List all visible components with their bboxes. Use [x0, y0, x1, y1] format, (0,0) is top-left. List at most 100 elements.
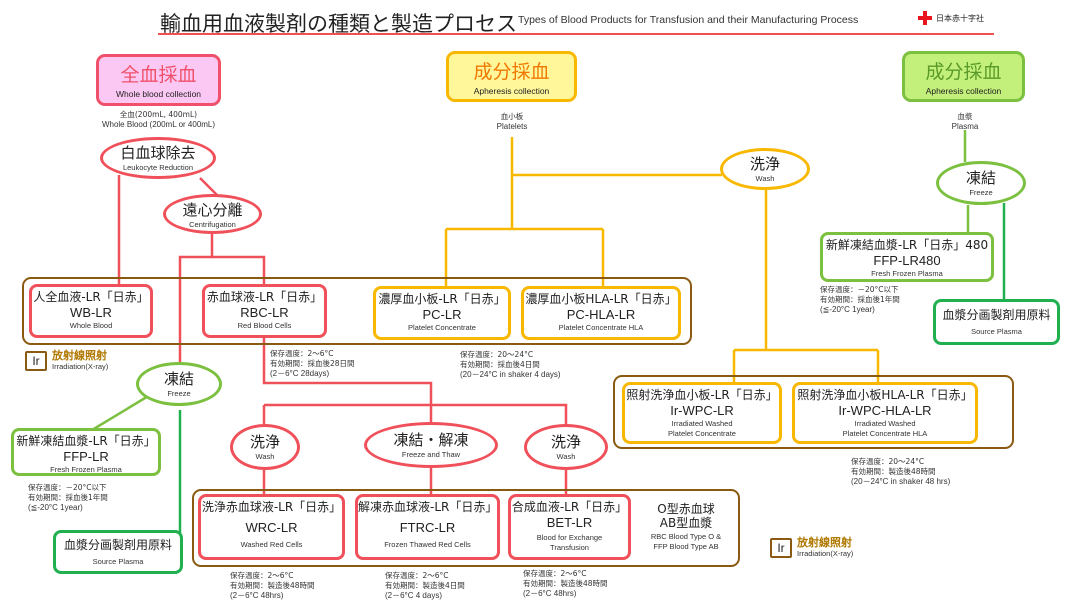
plasma-connectors [91, 130, 970, 432]
storage-expiry: 有効期間：製造後48時間 [523, 579, 608, 588]
whole-blood-note: 全血(200mL, 400mL) Whole Blood (200mL or 4… [86, 110, 231, 130]
storage-note-ir-wpc: 保存温度：20〜24°C 有効期間：製造後48時間 (20－24°C in sh… [851, 457, 950, 487]
note-en: Plasma [951, 122, 979, 131]
storage-note-ffp480: 保存温度：－20°C以下 有効期間：採血後1年間 (≦-20°C 1year) [820, 285, 900, 315]
whole-blood-connectors [117, 175, 568, 497]
product-name-en: Platelet Concentrate HLA [842, 429, 928, 438]
product-blood-type-info: O型赤血球 AB型血漿 RBC Blood Type O & FFP Blood… [636, 502, 736, 552]
storage-expiry: 有効期間：採血後4日間 [460, 360, 540, 369]
irradiation-group-rbc [192, 489, 740, 567]
process-en: Freeze [167, 389, 191, 398]
product-name-en: Blood for Exchange [536, 533, 603, 542]
storage-expiry: 有効期間：採血後28日間 [270, 359, 355, 368]
storage-en: (2－6°C 4 days) [385, 591, 442, 600]
product-code: RBC-LR [240, 305, 289, 320]
platelet-connectors [444, 137, 880, 385]
product-name-en: Red Blood Cells [237, 321, 292, 330]
storage-expiry: 有効期間：製造後48時間 [851, 467, 936, 476]
process-wash-bet: 洗浄 Wash [524, 424, 608, 470]
note-jp: 血小板 [500, 112, 524, 121]
storage-expiry: 有効期間：採血後1年間 [28, 493, 108, 502]
storage-temp: 保存温度：2〜6°C [230, 571, 294, 580]
process-en: Wash [755, 174, 775, 183]
product-name-en: Platelet Concentrate HLA [558, 323, 644, 332]
note-jp: 血漿 [957, 112, 973, 121]
product-code: WRC-LR [245, 520, 298, 535]
source-apheresis-plasma: 成分採血 Apheresis collection [902, 51, 1025, 102]
product-name-jp: 合成血液-LR「日赤」 [511, 500, 628, 514]
irradiation-icon: Ir [25, 350, 47, 371]
product-name-jp: 解凍赤血球液-LR「日赤」 [358, 500, 498, 514]
source-label-en: Whole blood collection [115, 89, 202, 99]
title-underline [158, 33, 994, 35]
product-name-en: Irradiated Washed [671, 419, 733, 428]
process-en: Freeze [969, 188, 993, 197]
product-name-en: Source Plasma [971, 327, 1022, 336]
process-jp: 洗浄 [249, 433, 280, 451]
product-name-jp: 濃厚血小板HLA-LR「日赤」 [525, 292, 677, 306]
product-source-plasma-right: 血漿分画製剤用原料 Source Plasma [933, 299, 1060, 345]
source-plasma-connectors [178, 203, 1006, 533]
blood-type-en: RBC Blood Type O & [650, 532, 722, 541]
connector-branch-to-bet-wash [264, 403, 568, 424]
product-name-en: Source Plasma [92, 557, 144, 566]
storage-temp: 保存温度：20〜24°C [460, 350, 534, 359]
product-code: Ir-WPC-LR [670, 403, 734, 418]
product-code: Ir-WPC-HLA-LR [838, 403, 932, 418]
process-leukocyte-reduction: 白血球除去 Leukocyte Reduction [100, 137, 216, 179]
note-en: Whole Blood (200mL or 400mL) [101, 120, 216, 129]
product-ir-wpc-lr: 照射洗浄血小板-LR「日赤」 Ir-WPC-LR Irradiated Wash… [622, 382, 782, 444]
plasma-note: 血漿 Plasma [930, 112, 1000, 132]
storage-en: (≦-20°C 1year) [28, 503, 83, 512]
storage-temp: 保存温度：－20°C以下 [820, 285, 899, 294]
storage-en: (2－6°C 48hrs) [523, 589, 577, 598]
blood-type-jp: O型赤血球 [657, 502, 715, 516]
note-jp: 全血(200mL, 400mL) [119, 110, 198, 119]
process-jp: 凍結 [965, 169, 996, 187]
irradiation-group-platelet [613, 375, 1014, 449]
product-name-en: Platelet Concentrate [408, 323, 476, 332]
legend-label-en: Irradiation(X-ray) [797, 549, 854, 558]
storage-temp: 保存温度：－20°C以下 [28, 483, 107, 492]
storage-expiry: 有効期間：採血後1年間 [820, 295, 900, 304]
product-name-jp: 新鮮凍結血漿-LR「日赤」 [16, 434, 156, 448]
storage-expiry: 有効期間：製造後48時間 [230, 581, 315, 590]
product-ffp-lr: 新鮮凍結血漿-LR「日赤」 FFP-LR Fresh Frozen Plasma [11, 428, 161, 476]
product-pc-lr: 濃厚血小板-LR「日赤」 PC-LR Platelet Concentrate [373, 286, 511, 340]
process-wash-rbc: 洗浄 Wash [230, 424, 300, 470]
red-cross-logo: 日本赤十字社 [918, 11, 984, 25]
storage-note-ffp: 保存温度：－20°C以下 有効期間：採血後1年間 (≦-20°C 1year) [28, 483, 108, 513]
source-label-jp: 成分採血 [473, 61, 550, 83]
logo-text: 日本赤十字社 [936, 13, 984, 23]
irradiation-group-top [22, 277, 692, 345]
process-jp: 白血球除去 [120, 144, 196, 162]
process-freeze-plasma: 凍結 Freeze [936, 161, 1026, 205]
process-en: Wash [255, 452, 275, 461]
product-name-en: Washed Red Cells [240, 540, 303, 549]
storage-note-pc: 保存温度：20〜24°C 有効期間：採血後4日間 (20－24°C in sha… [460, 350, 561, 380]
product-code: FTRC-LR [399, 520, 456, 535]
source-label-en: Apheresis collection [473, 86, 550, 96]
process-en: Wash [556, 452, 576, 461]
product-name-en: Fresh Frozen Plasma [871, 269, 943, 278]
legend-label-jp: 放射線照射 [797, 536, 852, 549]
product-code: FFP-LR480 [873, 253, 941, 268]
storage-note-bet: 保存温度：2〜6°C 有効期間：製造後48時間 (2－6°C 48hrs) [523, 569, 608, 599]
storage-en: (20－24°C in shaker 4 days) [460, 370, 561, 379]
storage-note-wrc: 保存温度：2〜6°C 有効期間：製造後48時間 (2－6°C 48hrs) [230, 571, 315, 601]
blood-type-en: FFP Blood Type AB [653, 542, 719, 551]
storage-temp: 保存温度：2〜6°C [523, 569, 587, 578]
page-title: 輸血用血液製剤の種類と製造プロセス [160, 12, 517, 36]
process-en: Leukocyte Reduction [122, 163, 194, 172]
product-name-jp: 照射洗浄血小板HLA-LR「日赤」 [797, 388, 973, 402]
storage-expiry: 有効期間：製造後4日間 [385, 581, 465, 590]
connector-leuko-to-centrifuge [199, 177, 219, 197]
product-name-jp: 赤血球液-LR「日赤」 [206, 290, 323, 304]
process-jp: 凍結・解凍 [393, 431, 469, 449]
product-name-jp: 濃厚血小板-LR「日赤」 [378, 292, 506, 306]
storage-en: (2－6°C 48hrs) [230, 591, 284, 600]
product-name-jp: 人全血液-LR「日赤」 [33, 290, 149, 304]
storage-en: (20－24°C in shaker 48 hrs) [851, 477, 951, 486]
storage-note-ftrc: 保存温度：2〜6°C 有効期間：製造後4日間 (2－6°C 4 days) [385, 571, 465, 601]
product-rbc-lr: 赤血球液-LR「日赤」 RBC-LR Red Blood Cells [202, 284, 327, 338]
